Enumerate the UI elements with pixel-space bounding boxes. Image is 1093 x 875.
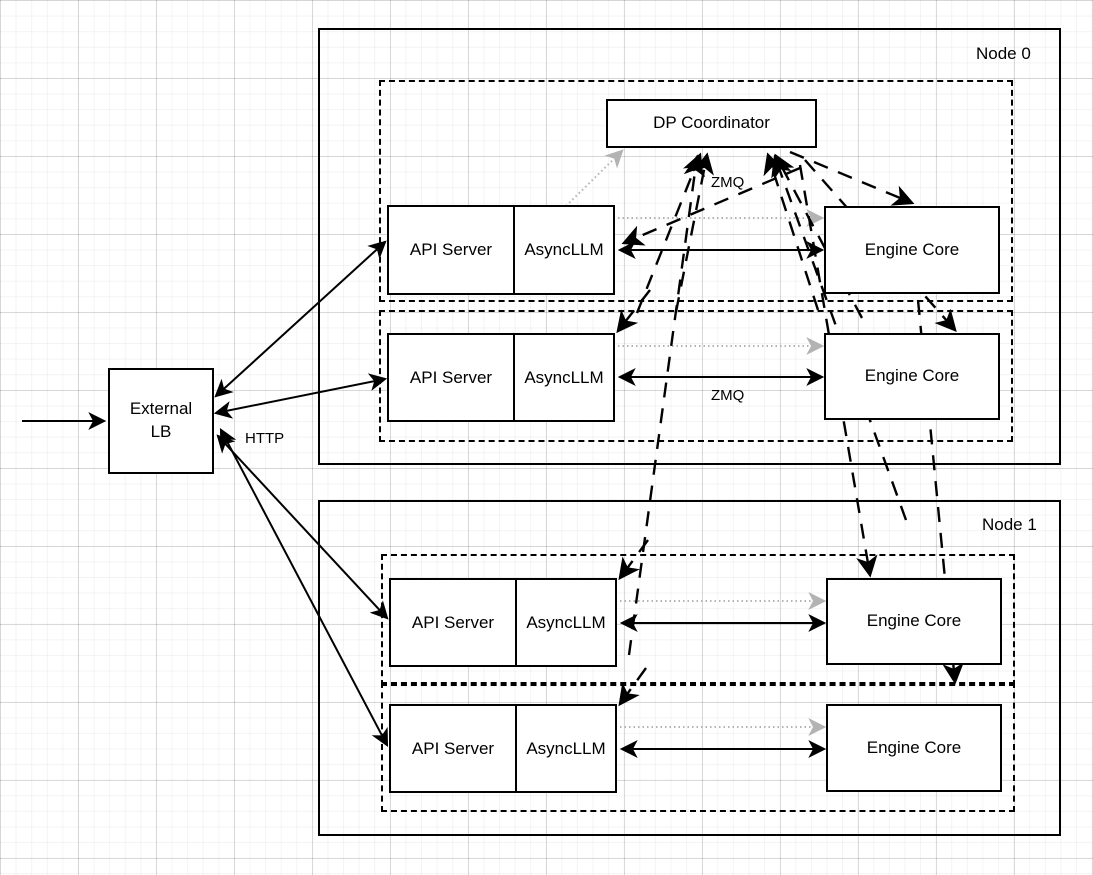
- dp-group-node0-row0: [379, 80, 1013, 302]
- http-label: HTTP: [245, 430, 285, 447]
- asyncllm-cell[interactable]: AsyncLLM: [524, 240, 604, 259]
- frontend-unit-node0-row0[interactable]: API Server AsyncLLM: [387, 205, 615, 295]
- frontend-unit-node1-row0[interactable]: API Server AsyncLLM: [389, 578, 617, 667]
- engine-core-label: Engine Core: [864, 239, 960, 259]
- dp-group-node0-row1: [379, 310, 1013, 442]
- frontend-unit-node1-row1[interactable]: API Server AsyncLLM: [389, 704, 617, 793]
- engine-core-label: Engine Core: [866, 611, 962, 631]
- zmq-label-node0-row1: ZMQ: [711, 387, 745, 404]
- zmq-label-coordinator: ZMQ: [711, 174, 745, 191]
- external-lb-label-line1: External: [129, 399, 193, 419]
- asyncllm-cell[interactable]: AsyncLLM: [526, 738, 606, 758]
- external-lb-box[interactable]: External LB: [108, 368, 214, 474]
- engine-core-node1-row0[interactable]: Engine Core: [826, 578, 1002, 665]
- frontend-unit-node0-row1[interactable]: API Server AsyncLLM: [387, 333, 615, 422]
- api-server-cell[interactable]: API Server: [391, 706, 517, 791]
- api-server-cell[interactable]: API Server: [389, 335, 515, 420]
- asyncllm-cell[interactable]: AsyncLLM: [524, 367, 604, 387]
- engine-core-node1-row1[interactable]: Engine Core: [826, 704, 1002, 792]
- node-container-0: [318, 28, 1061, 465]
- dp-group-node1-row0: [381, 554, 1015, 686]
- engine-core-node0-row0[interactable]: Engine Core: [824, 206, 1000, 294]
- engine-core-label: Engine Core: [864, 366, 960, 386]
- engine-core-label: Engine Core: [866, 737, 962, 757]
- asyncllm-cell[interactable]: AsyncLLM: [526, 612, 606, 632]
- node-label-0: Node 0: [976, 44, 1031, 63]
- node-container-1: [318, 500, 1061, 836]
- api-server-cell[interactable]: API Server: [389, 207, 515, 293]
- external-lb-label-line2: LB: [150, 422, 172, 441]
- dp-group-node1-row1: [381, 682, 1015, 812]
- api-server-cell[interactable]: API Server: [391, 580, 517, 665]
- dp-coordinator-label: DP Coordinator: [653, 113, 770, 133]
- dp-coordinator-box[interactable]: DP Coordinator: [606, 99, 817, 148]
- node-label-1: Node 1: [982, 515, 1037, 534]
- engine-core-node0-row1[interactable]: Engine Core: [824, 333, 1000, 420]
